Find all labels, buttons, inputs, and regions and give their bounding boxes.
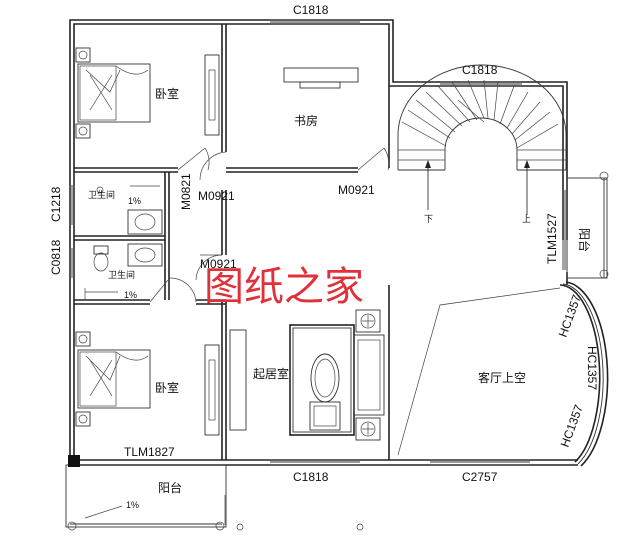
room-living: 起居室: [253, 366, 289, 381]
stair-up: 上: [522, 214, 531, 224]
wardrobe-bottom: [204, 329, 247, 436]
room-balcony-bottom: 阳台: [158, 480, 182, 495]
curved-bay-wall: [559, 281, 609, 467]
room-bath-top: 卫生间: [88, 189, 115, 200]
room-bedroom-top: 卧室: [155, 86, 179, 101]
label-hc2: HC1357: [585, 346, 599, 390]
label-door-m0921a: M0921: [198, 189, 235, 203]
label-hc1: HC1357: [556, 293, 584, 339]
interior-walls: [74, 24, 390, 460]
window-bottom2: [430, 459, 530, 466]
room-labels: 卧室 书房 卫生间 卫生间 卧室 起居室 客厅上空 阳台 阳台: [88, 86, 592, 495]
label-tlm1527: TLM1527: [545, 213, 559, 264]
bath-fixtures: [84, 185, 163, 300]
label-door-m0821: M0821: [179, 173, 193, 210]
label-win-stair: C1818: [462, 63, 498, 77]
window-bath1: [69, 185, 75, 225]
room-bath-bottom: 卫生间: [108, 269, 135, 280]
spiral-stair: [397, 64, 567, 215]
slope-labels: 1% 1% 1%: [124, 196, 141, 510]
window-bath2: [69, 248, 75, 278]
component-labels: C1818 C1818 C1218 C0818 M0821 M0921 M092…: [49, 3, 599, 484]
label-win-bath2: C0818: [49, 239, 63, 275]
label-door-m0921c: M0921: [200, 257, 237, 271]
room-void: 客厅上空: [478, 370, 526, 385]
outer-walls: [69, 19, 578, 466]
label-win-bottom2: C2757: [462, 470, 498, 484]
stair-labels: 下 上: [424, 214, 531, 224]
label-hc3: HC1357: [558, 403, 586, 449]
stair-down: 下: [424, 214, 433, 224]
windows: [69, 19, 568, 466]
watermark: 图纸之家: [204, 264, 364, 310]
void-outline: [397, 287, 561, 456]
slope-bath-top: 1%: [128, 196, 141, 206]
room-balcony-right: 阳台: [577, 228, 592, 252]
label-win-bottom1: C1818: [293, 470, 329, 484]
room-bedroom-bottom: 卧室: [155, 380, 179, 395]
label-tlm1827: TLM1827: [124, 445, 175, 459]
slope-balcony: 1%: [126, 500, 139, 510]
room-study: 书房: [294, 113, 318, 128]
living-furniture: [289, 309, 385, 441]
label-door-m0921b: M0921: [338, 183, 375, 197]
slope-bath-bottom: 1%: [124, 290, 137, 300]
window-top: [270, 19, 360, 25]
balcony-bottom: [65, 455, 364, 531]
balcony-right: [566, 171, 609, 279]
window-bottom1: [270, 459, 360, 466]
doors: [149, 147, 390, 303]
bed-bottom: [75, 331, 151, 427]
label-win-top: C1818: [293, 3, 329, 17]
bed-top: [75, 47, 151, 139]
wardrobe-top: [204, 54, 220, 136]
label-win-bath1: C1218: [49, 186, 63, 222]
study-desk: [283, 67, 359, 89]
